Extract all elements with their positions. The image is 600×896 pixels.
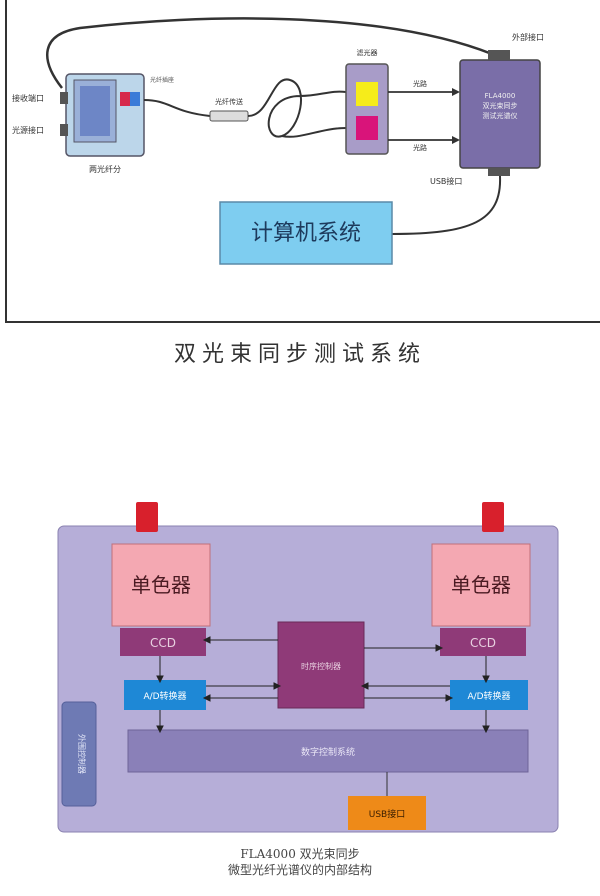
splitter-connector-red — [120, 92, 130, 106]
side-controller — [61, 701, 97, 807]
caption2-line2: 微型光纤光谱仪的内部结构 — [227, 863, 372, 877]
left-port-a-plug — [60, 92, 68, 104]
connection-arrows — [156, 636, 490, 734]
mono-right-label: 单色器 — [451, 573, 511, 597]
adc-left — [124, 680, 206, 710]
filter-block — [345, 63, 389, 155]
spectrometer-bottom-port — [488, 168, 510, 176]
ccd-left — [120, 628, 206, 656]
test-system-diagram: 接收端口 光源接口 两光纤分 光纤插座 光纤传送 滤光器 光路 光路 FLA40… — [5, 0, 600, 323]
left-port-b-label: 光源接口 — [12, 125, 44, 135]
timing-controller — [277, 621, 365, 709]
caption2-line1: FLA4000 双光束同步 — [240, 847, 360, 861]
left-port-a-label: 接收端口 — [12, 93, 44, 103]
usb-block-label: USB接口 — [369, 808, 405, 820]
adc-right-label: A/D转换器 — [467, 690, 510, 702]
splitter-inner — [80, 86, 110, 136]
spectrometer-title: FLA4000 — [485, 92, 516, 100]
ccd-right-label: CCD — [470, 636, 496, 650]
ccd-right — [440, 628, 526, 656]
filter-top-label: 滤光器 — [357, 48, 378, 57]
splitter-connector-blue — [130, 92, 140, 106]
spectrometer-line1: 双光束同步 — [483, 101, 518, 110]
computer-system-box — [219, 201, 393, 265]
splitter-label: 两光纤分 — [89, 164, 121, 174]
fiber-label: 光纤传送 — [215, 97, 243, 106]
digital-control-label: 数字控制系统 — [301, 746, 355, 758]
mono-left-connector — [136, 502, 158, 532]
mono-right — [431, 543, 531, 627]
computer-system-label: 计算机系统 — [251, 221, 361, 246]
arrow-bottom-head — [452, 136, 460, 144]
adc-right — [450, 680, 528, 710]
adc-left-label: A/D转换器 — [143, 690, 186, 702]
ext-port-label: 外部接口 — [512, 32, 544, 42]
cable-top-loop — [46, 17, 493, 89]
spectrometer-line2: 测试光谱仪 — [483, 111, 518, 120]
spectrometer-structure-diagram: 单色器 单色器 CCD CCD 时序控制器 A/D转换器 A/D转换器 数字控制… — [57, 502, 559, 833]
ccd-left-label: CCD — [150, 636, 176, 650]
mono-left — [111, 543, 211, 627]
bottom-diagram-caption: FLA4000 双光束同步 微型光纤光谱仪的内部结构 — [0, 846, 600, 878]
timing-controller-label: 时序控制器 — [301, 661, 341, 671]
filter-yellow — [356, 82, 378, 106]
mono-left-label: 单色器 — [131, 573, 191, 597]
arrow-top-head — [452, 88, 460, 96]
side-controller-label: 外围控制器 — [77, 734, 87, 774]
device-small-label: 光纤插座 — [150, 76, 174, 84]
spectrometer-top-port — [488, 50, 510, 60]
usb-block — [348, 796, 426, 830]
arrow-top-label: 光路 — [413, 79, 427, 88]
digital-control — [127, 729, 529, 773]
top-diagram-caption: 双光束同步测试系统 — [173, 342, 426, 367]
usb-cable — [391, 175, 502, 235]
fiber-coupler — [209, 110, 249, 122]
mono-right-connector — [482, 502, 504, 532]
left-port-b-plug — [60, 124, 68, 136]
arrow-bottom-label: 光路 — [413, 143, 427, 152]
filter-magenta — [356, 116, 378, 140]
fiber-to-filter-bottom — [281, 127, 347, 138]
usb-port-label: USB接口 — [430, 176, 462, 186]
